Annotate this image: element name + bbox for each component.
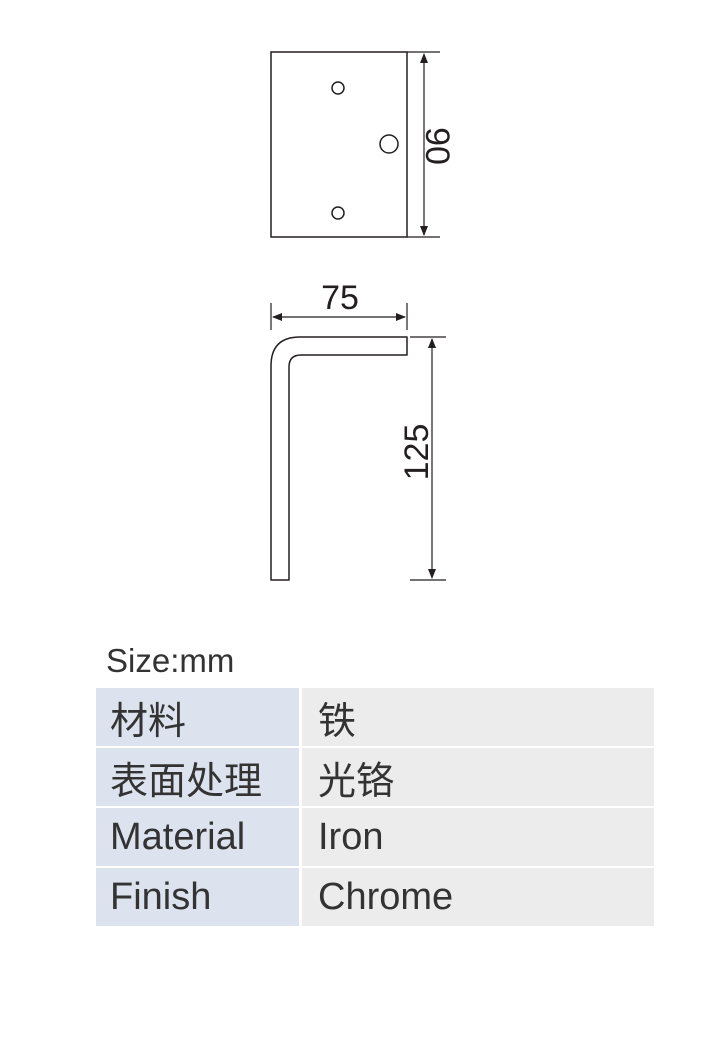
table-row: Material Iron [96,806,654,867]
size-unit-label: Size:mm [106,642,235,679]
plate-outline [270,51,408,238]
row-value: 光铬 [299,746,654,807]
spec-table: 材料 铁 表面处理 光铬 Material Iron Finish Chrome [96,688,654,926]
table-row: 表面处理 光铬 [96,746,654,807]
technical-drawing: 90 75 125 [270,51,456,581]
table-row: Finish Chrome [96,866,654,926]
row-key: 材料 [96,688,301,747]
bracket-width-label: 75 [321,279,359,317]
mounting-hole-top [331,81,345,95]
row-value: 铁 [299,688,654,747]
table-row: 材料 铁 [96,688,654,747]
row-key: Finish [96,866,301,926]
mounting-hole-center [379,134,399,154]
bracket-side-view [270,336,408,581]
dimension-bracket-width [270,303,408,330]
row-key: Material [96,806,301,867]
row-value: Iron [299,806,654,867]
plate-height-label: 90 [418,127,456,165]
mounting-hole-bottom [331,206,345,220]
row-key: 表面处理 [96,746,301,807]
plate-front-view [270,51,408,238]
dimension-plate-height [407,51,440,238]
bracket-height-label: 125 [398,424,436,481]
dimension-bracket-height [410,336,446,581]
row-value: Chrome [299,866,654,926]
